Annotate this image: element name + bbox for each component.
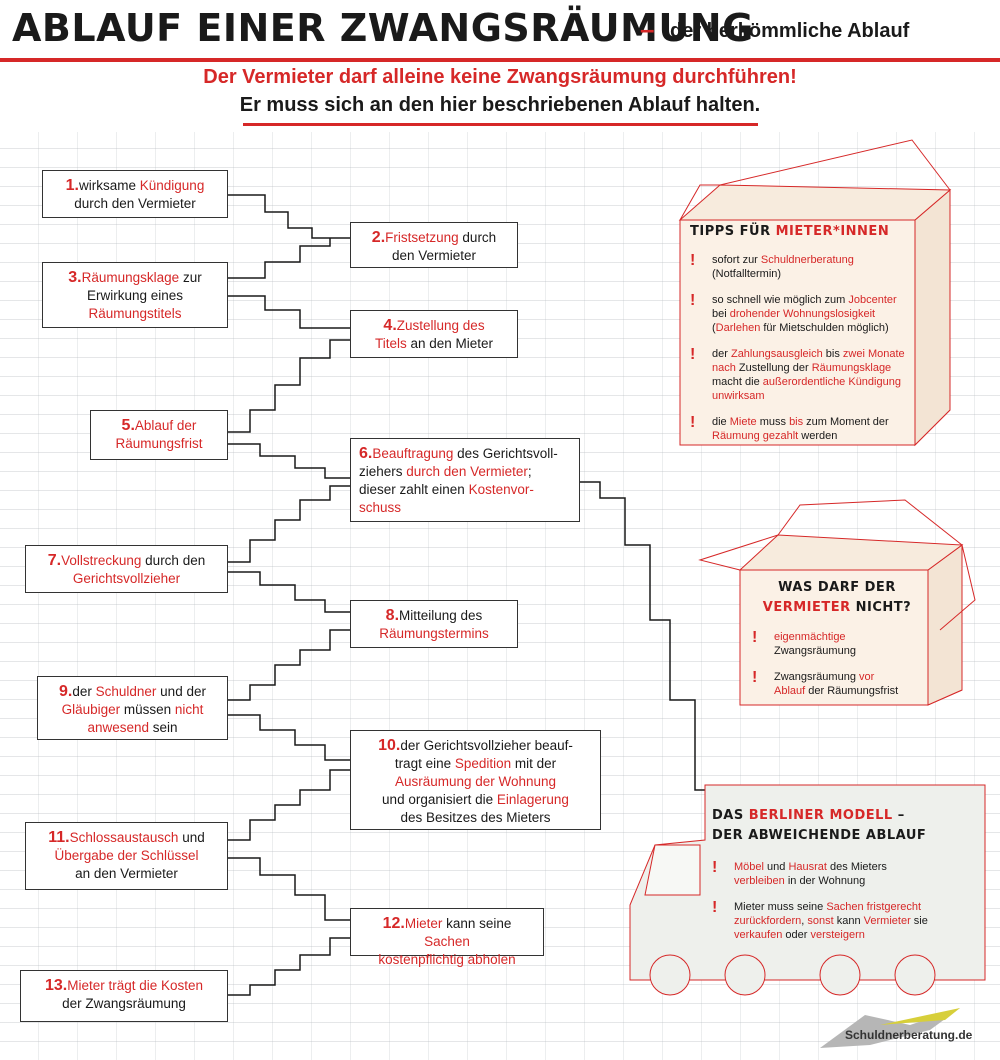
header: ABLAUF EINER ZWANGSRÄUMUNG – der herkömm… <box>0 0 1000 62</box>
step-3: 3.Räumungsklage zur Erwirkung eines Räum… <box>42 262 228 328</box>
exclamation-icon: ! <box>752 629 758 646</box>
connector-4-5 <box>228 339 350 433</box>
tip-1: ! sofort zur Schuldnerberatung (Notfallt… <box>690 252 854 281</box>
exclamation-icon: ! <box>690 346 696 363</box>
title-dash: – <box>640 14 655 44</box>
connector-6-7 <box>228 485 350 563</box>
forbidden-panel: WAS DARF DER VERMIETER NICHT? ! eigenmäc… <box>752 578 922 710</box>
berlin-truck-shape <box>629 784 986 996</box>
forbidden-1: ! eigenmächtige Zwangsräumung <box>752 629 856 658</box>
connector-12-13 <box>228 937 350 996</box>
tips-panel: TIPPS FÜR MIETER*INNEN ! sofort zur Schu… <box>690 225 905 455</box>
connector-7-8 <box>228 571 350 613</box>
tip-4: ! die Miete muss bis zum Moment der Räum… <box>690 414 889 443</box>
connector-3-4 <box>228 295 350 329</box>
connector-5-6 <box>228 443 350 479</box>
connector-1-2 <box>228 194 350 239</box>
forbidden-box-shape <box>698 499 976 706</box>
tip-2: ! so schnell wie möglich zum Jobcenter b… <box>690 292 897 335</box>
berlin-1: ! Möbel und Hausrat des Mieters verbleib… <box>712 859 887 888</box>
logo-text[interactable]: Schuldnerberatung.de <box>845 1028 973 1042</box>
exclamation-icon: ! <box>690 252 696 269</box>
step-4: 4.Zustellung des Titels an den Mieter <box>350 310 518 358</box>
step-13: 13.Mieter trägt die Kosten der Zwangsräu… <box>20 970 228 1022</box>
intro-rule <box>243 123 758 126</box>
tips-title: TIPPS FÜR MIETER*INNEN <box>690 224 890 239</box>
berlin-panel: DAS BERLINER MODELL – DER ABWEICHENDE AB… <box>712 806 972 954</box>
connector-11-12 <box>228 857 350 921</box>
berlin-title: DAS BERLINER MODELL – DER ABWEICHENDE AB… <box>712 808 927 843</box>
step-10: 10.der Gerichtsvollzieher beauf- tragt e… <box>350 730 601 830</box>
step-8: 8.Mitteilung des Räumungstermins <box>350 600 518 648</box>
step-12: 12.Mieter kann seine Sachen kostenpflich… <box>350 908 544 967</box>
connector-3-2 <box>228 238 331 279</box>
step-11: 11.Schlossaustausch und Übergabe der Sch… <box>25 822 228 890</box>
exclamation-icon: ! <box>712 859 718 876</box>
header-rule <box>0 58 1000 62</box>
intro-line-2: Er muss sich an den hier beschriebenen A… <box>239 94 761 116</box>
intro-line-1: Der Vermieter darf alleine keine Zwangsr… <box>203 66 797 88</box>
page-title: ABLAUF EINER ZWANGSRÄUMUNG <box>12 6 754 50</box>
logo-swoosh-icon <box>820 1008 960 1048</box>
berlin-2: ! Mieter muss seine Sachen fristgerecht … <box>712 899 928 942</box>
exclamation-icon: ! <box>690 292 696 309</box>
exclamation-icon: ! <box>752 669 758 686</box>
step-2: 2.Fristsetzung durch den Vermieter <box>350 222 518 268</box>
step-9: 9.der Schuldner und der Gläubiger müssen… <box>37 676 228 740</box>
step-7: 7.Vollstreckung durch den Gerichtsvollzi… <box>25 545 228 593</box>
exclamation-icon: ! <box>690 414 696 431</box>
connector-8-9 <box>228 629 350 701</box>
connector-6-berlin <box>580 481 712 791</box>
step-1: 1.wirksame Kündigung durch den Vermieter <box>42 170 228 218</box>
connector-10-11 <box>228 769 350 841</box>
connector-9-10 <box>228 714 350 761</box>
forbidden-title: WAS DARF DER VERMIETER NICHT? <box>762 580 912 615</box>
forbidden-2: ! Zwangsräumung vor Ablauf der Räumungsf… <box>752 669 899 698</box>
intro: Der Vermieter darf alleine keine Zwangsr… <box>0 62 1000 132</box>
tip-3: ! der Zahlungsausgleich bis zwei Monate … <box>690 346 905 403</box>
page-subtitle: der herkömmliche Ablauf <box>670 20 910 42</box>
step-6: 6.Beauftragung des Gerichtsvoll- ziehers… <box>350 438 580 522</box>
tips-box-shape <box>678 139 952 447</box>
step-5: 5.Ablauf der Räumungsfrist <box>90 410 228 460</box>
exclamation-icon: ! <box>712 899 718 916</box>
